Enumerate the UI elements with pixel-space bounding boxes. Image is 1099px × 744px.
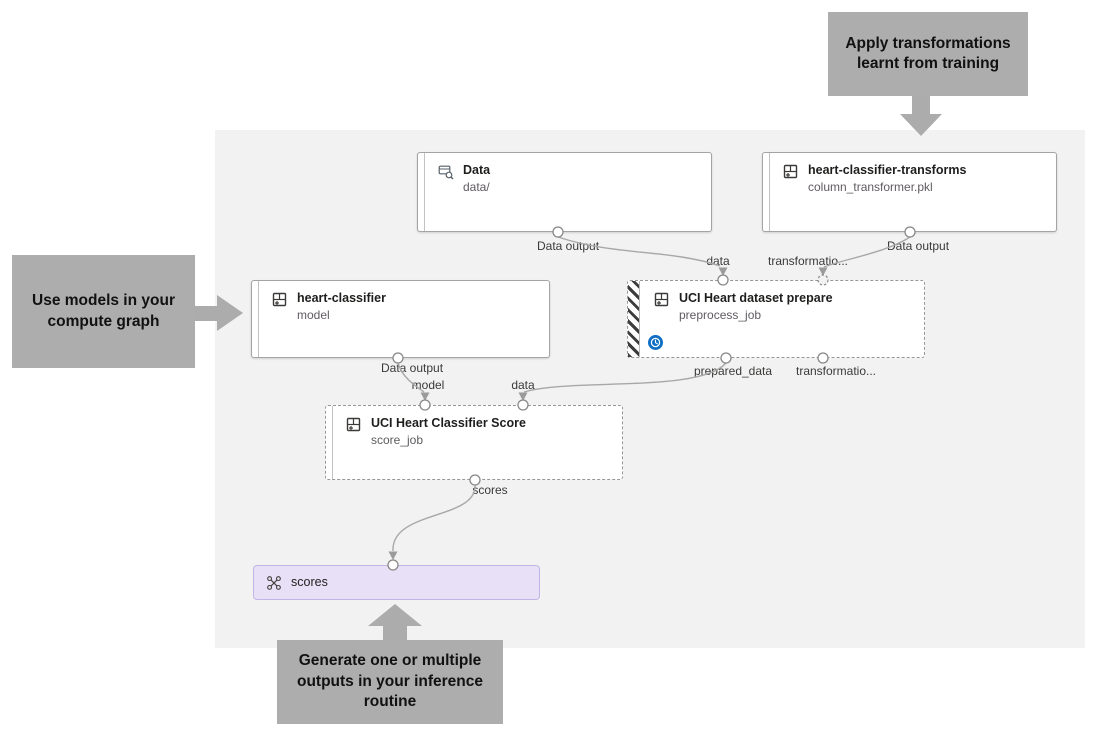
node-uci-heart-dataset-prepare[interactable]: UCI Heart dataset prepare preprocess_job: [627, 280, 925, 358]
node-subtitle: preprocess_job: [679, 307, 762, 322]
callout-arrow-down-head: [900, 114, 942, 136]
port-label-model-input: model: [411, 378, 445, 392]
node-title: UCI Heart dataset prepare: [679, 291, 833, 305]
callout-arrow-right: [195, 306, 218, 321]
node-title: Data: [463, 163, 491, 177]
port-label-data-input: data: [511, 378, 535, 392]
callout-apply-transformations: Apply transformations learnt from traini…: [828, 12, 1028, 96]
node-spine: [769, 153, 770, 231]
node-title: scores: [291, 574, 328, 589]
component-icon: [654, 292, 669, 307]
node-heart-classifier[interactable]: heart-classifier model: [251, 280, 550, 358]
node-uci-heart-classifier-score[interactable]: UCI Heart Classifier Score score_job: [325, 405, 623, 480]
callout-generate-outputs: Generate one or multiple outputs in your…: [277, 640, 503, 724]
dataset-icon: [438, 165, 454, 180]
node-title: heart-classifier: [297, 291, 386, 305]
node-subtitle: model: [297, 307, 330, 322]
callout-use-models: Use models in your compute graph: [12, 255, 195, 368]
port-label-transformations-input: transformatio...: [767, 254, 849, 268]
queued-hazard-stripe: [628, 281, 640, 357]
callout-text: Use models in your compute graph: [32, 292, 175, 330]
port-label-transformations-output: transformatio...: [795, 364, 877, 378]
port-label-data-output: Data output: [536, 239, 600, 253]
port-label-data-input: data: [706, 254, 730, 268]
node-subtitle: column_transformer.pkl: [808, 179, 933, 194]
node-pipeline-output-scores[interactable]: scores: [253, 565, 540, 600]
callout-arrow-right-head: [217, 295, 243, 331]
port-label-prepared-data-output: prepared_data: [693, 364, 773, 378]
port-label-scores-output: scores: [472, 483, 508, 497]
callout-arrow-down: [912, 95, 930, 115]
callout-arrow-up: [383, 625, 407, 641]
node-title: heart-classifier-transforms: [808, 163, 967, 177]
node-spine: [332, 406, 333, 479]
pipeline-output-junction-icon: [267, 575, 281, 590]
node-data[interactable]: Data data/: [417, 152, 712, 232]
callout-text: Generate one or multiple outputs in your…: [296, 652, 483, 711]
component-icon: [272, 292, 287, 307]
node-spine: [258, 281, 259, 357]
node-title: UCI Heart Classifier Score: [371, 416, 526, 430]
node-spine: [424, 153, 425, 231]
component-icon: [783, 164, 798, 179]
port-label-data-output: Data output: [886, 239, 950, 253]
component-icon: [346, 417, 361, 432]
clock-pending-icon: [648, 335, 663, 350]
node-subtitle: score_job: [371, 432, 424, 447]
node-subtitle: data/: [463, 179, 490, 194]
node-heart-classifier-transforms[interactable]: heart-classifier-transforms column_trans…: [762, 152, 1057, 232]
callout-text: Apply transformations learnt from traini…: [845, 34, 1011, 72]
callout-arrow-up-head: [368, 604, 422, 626]
port-label-data-output: Data output: [380, 361, 444, 375]
